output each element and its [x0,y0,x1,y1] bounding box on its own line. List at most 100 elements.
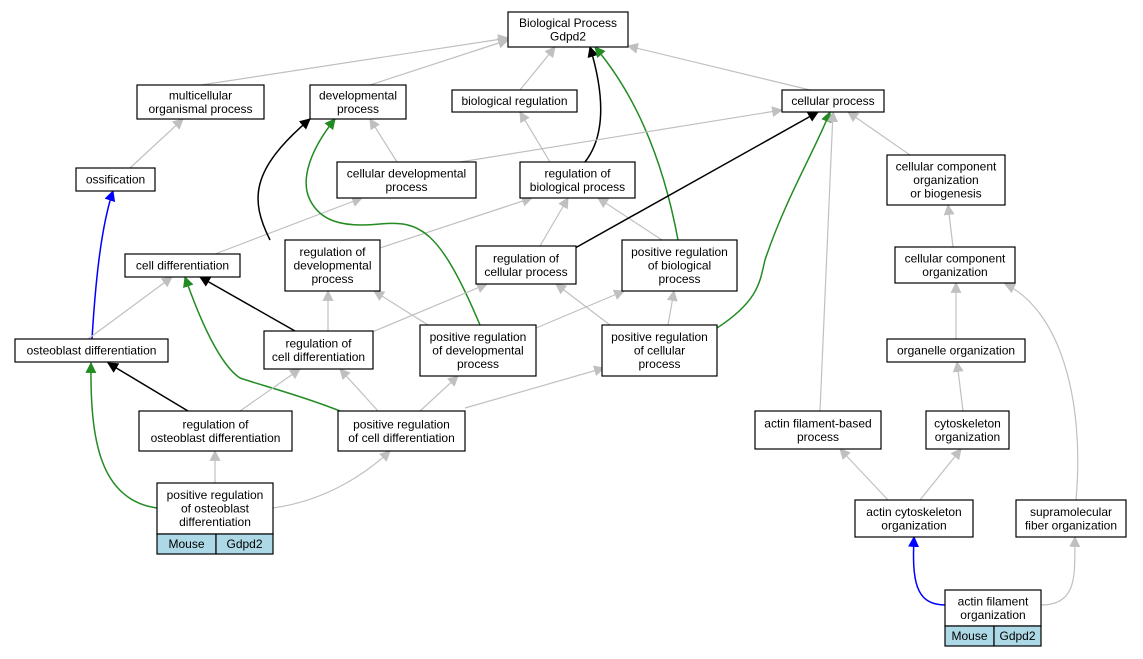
node-label-line: developmental [319,88,397,102]
node-label-line: organization [913,173,978,187]
node-box [925,410,1010,450]
edge-rdp-to-rbp [379,195,534,249]
edge-co-to-oo [952,360,964,412]
node-label-line: osteoblast differentiation [27,344,157,358]
edge-od-to-cd [87,276,173,340]
edge-prdp-to-dp [305,118,481,326]
edge-prod-to-od [85,361,158,509]
node-box [886,154,1006,206]
edge-prcd-to-cd [183,275,341,412]
node-box [336,161,477,199]
node-box [894,246,1016,284]
node-label-line: regulation of [493,251,560,265]
node-box [284,239,381,292]
edge-prcd-to-prcp [464,365,606,409]
node-box [263,330,374,370]
node-label-line: multicellular [169,88,232,102]
node-label-line: osteoblast differentiation [151,431,281,445]
node-label-line: of cellular [634,344,685,358]
node-box [601,324,718,377]
node-box [854,499,974,538]
node-label-line: differentiation [179,515,251,529]
go-term-node-oo[interactable]: organelle organization [886,338,1026,363]
go-term-node-cp[interactable]: cellular process [781,89,885,113]
edge-cco-to-ccob [943,203,955,248]
edge-oss-to-mop [129,118,184,169]
edge-rbp-to-br [519,111,551,163]
node-label-line: process [658,272,700,286]
node-label-line: organization [881,518,946,532]
node-label-line: actin filament-based [764,416,871,430]
edge-mop-to-bp [200,34,510,86]
gene-label: Gdpd2 [999,629,1035,643]
node-box [1015,499,1127,538]
node-label-line: process [311,272,353,286]
go-term-node-od[interactable]: osteoblast differentiation [14,338,169,363]
edge-sfo-to-cco [1004,283,1079,501]
node-label-line: Gdpd2 [550,29,586,43]
nodes-layer: Biological ProcessGdpd2multicellularorga… [14,11,1127,647]
node-label-line: actin filament [958,594,1029,608]
node-label-line: supramolecular [1030,505,1112,519]
node-label-line: regulation of [285,336,352,350]
go-term-node-br[interactable]: biological regulation [451,89,578,113]
node-label-line: organismal process [148,102,252,116]
edge-rcp-to-rbp [539,197,569,247]
node-label-line: regulation of [544,166,611,180]
edge-rcp-to-cp [567,111,819,253]
edge-aco-to-co [919,448,962,501]
node-label-line: cytoskeleton [934,416,1001,430]
node-label-line: organization [960,608,1025,622]
node-box [419,324,537,377]
node-box [475,245,577,285]
node-label-line: fiber organization [1025,518,1117,532]
edge-rdp-to-dp [257,118,311,241]
node-box [14,338,169,363]
edge-afbp-to-cp [819,110,839,412]
edge-prcd-to-prdp [419,375,459,412]
edge-afo-to-sfo [1040,535,1081,606]
node-box [124,253,241,278]
node-label-line: cellular component [896,160,997,174]
node-box [309,84,407,120]
node-label-line: organelle organization [897,344,1015,358]
annotation-tag: Mouse Gdpd2 [156,533,274,555]
gene-label: Gdpd2 [226,537,262,551]
go-term-node-oss[interactable]: ossification [75,167,156,192]
edge-rbp-to-bp [584,45,602,163]
edge-prcp-to-rcp [555,283,611,326]
node-label-line: cell differentiation [136,259,229,273]
go-term-node-cd[interactable]: cell differentiation [124,253,241,278]
node-label-line: organization [935,430,1000,444]
node-box [507,11,629,48]
edge-rod-to-rcd [239,368,301,412]
species-label: Mouse [168,537,204,551]
gene-cell [993,625,1042,647]
node-label-line: biological regulation [461,94,567,108]
node-box [781,89,885,113]
node-label-line: organization [922,265,987,279]
